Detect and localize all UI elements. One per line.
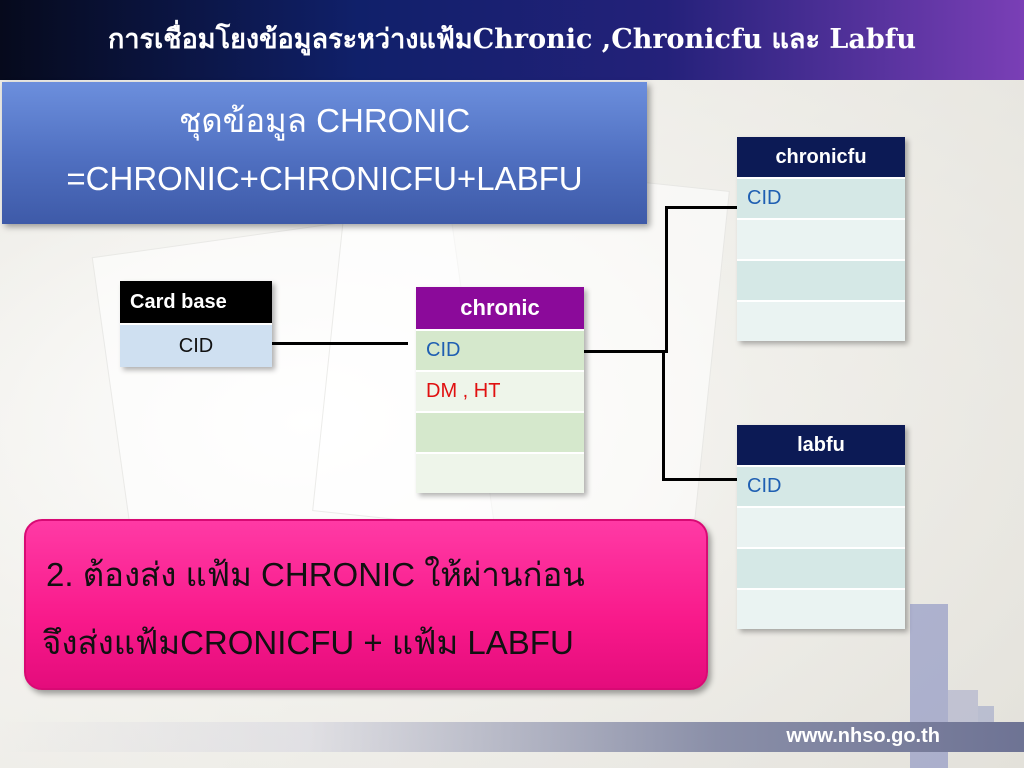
note-line: จึงส่งแฟ้มCRONICFU + แฟ้ม LABFU [42, 624, 574, 661]
footer-bar [0, 722, 1024, 752]
table-header: chronicfu [737, 137, 905, 177]
table-row [737, 547, 905, 588]
connector-line [584, 350, 668, 353]
table-row: CID [737, 465, 905, 506]
connector-line [272, 342, 408, 345]
chronic-table: chronic CID DM , HT [416, 287, 584, 493]
note-box [24, 519, 708, 690]
table-row: CID [737, 177, 905, 218]
decorative-square [978, 706, 994, 722]
table-row [416, 411, 584, 452]
dataset-heading: ชุดข้อมูล CHRONIC [178, 102, 471, 139]
table-row [737, 300, 905, 341]
connector-line [662, 350, 665, 480]
note-line: 2. ต้องส่ง แฟ้ม CHRONIC ให้ผ่านก่อน [46, 556, 585, 593]
table-row [737, 259, 905, 300]
dataset-box [2, 82, 647, 224]
table-row: CID [416, 329, 584, 370]
labfu-table: labfu CID [737, 425, 905, 629]
table-row [416, 452, 584, 493]
table-row [737, 506, 905, 547]
connector-line [665, 206, 668, 352]
table-row [737, 588, 905, 629]
dataset-formula: =CHRONIC+CHRONICFU+LABFU [66, 160, 583, 197]
connector-line [662, 478, 744, 481]
footer-url: www.nhso.go.th [786, 725, 940, 747]
table-row [737, 218, 905, 259]
table-row: DM , HT [416, 370, 584, 411]
card-base-table: Card base CID [120, 281, 272, 367]
table-row: CID [120, 323, 272, 367]
table-header: chronic [416, 287, 584, 329]
table-header: labfu [737, 425, 905, 465]
slide-title: การเชื่อมโยงข้อมูลระหว่างแฟ้มChronic ,Ch… [108, 24, 916, 55]
table-header: Card base [120, 281, 272, 323]
title-bar [0, 0, 1024, 80]
chronicfu-table: chronicfu CID [737, 137, 905, 341]
connector-line [665, 206, 745, 209]
decorative-square [948, 690, 978, 722]
